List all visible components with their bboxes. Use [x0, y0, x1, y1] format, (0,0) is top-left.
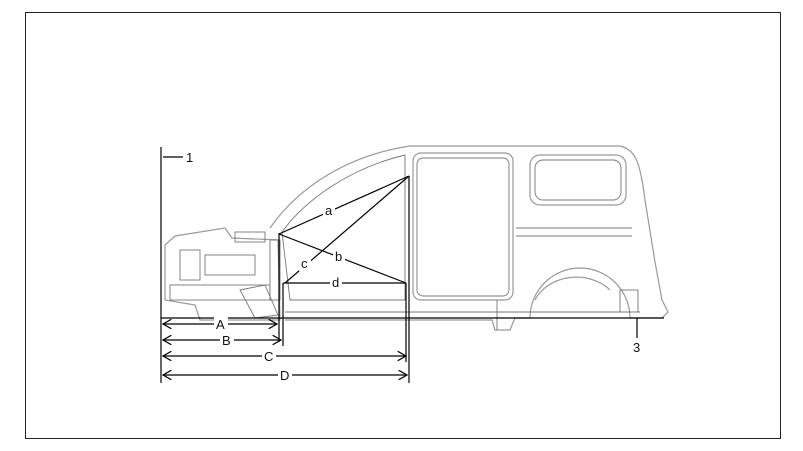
diagonal-c-label: c [301, 256, 308, 271]
dimension-B-label: B [222, 333, 231, 348]
diagonal-b-label: b [335, 249, 342, 264]
vehicle-body-side-view [164, 145, 669, 331]
diagram-frame [25, 12, 781, 439]
diagonal-a-label: a [325, 203, 333, 218]
dimension-A-label: A [216, 317, 225, 332]
dimension-C-label: C [264, 349, 273, 364]
front-datum-callout: 1 [186, 150, 193, 165]
diagonal-d-label: d [332, 275, 339, 290]
dimension-D-label: D [280, 368, 289, 383]
ground-datum-callout: 3 [633, 340, 640, 355]
diagonal-a-line [278, 175, 410, 235]
